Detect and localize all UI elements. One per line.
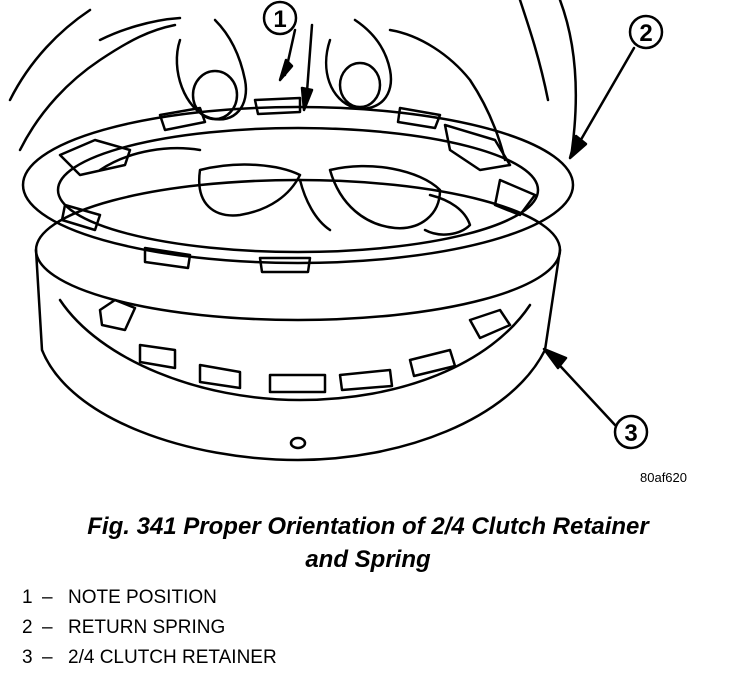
legend-label: RETURN SPRING bbox=[68, 617, 226, 638]
callout-2-number: 2 bbox=[639, 20, 652, 47]
figure-code: 80af620 bbox=[640, 470, 687, 485]
legend-dash: – bbox=[42, 617, 53, 638]
clutch-retainer-illustration: 1 2 3 bbox=[8, 0, 664, 462]
clutch-retainer-drawing bbox=[34, 178, 562, 462]
legend-number: 1 bbox=[22, 587, 33, 608]
legend-item: 2–RETURN SPRING bbox=[22, 613, 277, 643]
return-spring-drawing bbox=[21, 96, 575, 274]
legend-item: 3–2/4 CLUTCH RETAINER bbox=[22, 643, 277, 673]
figure-caption: Fig. 341 Proper Orientation of 2/4 Clutc… bbox=[0, 510, 736, 576]
callout-1: 1 bbox=[262, 0, 314, 112]
callout-3: 3 bbox=[542, 347, 649, 450]
legend-dash: – bbox=[42, 587, 53, 608]
hands-drawing bbox=[8, 0, 578, 236]
caption-line-2: and Spring bbox=[305, 546, 431, 573]
legend-number: 3 bbox=[22, 647, 33, 668]
legend-label: NOTE POSITION bbox=[68, 587, 217, 608]
caption-line-1: Fig. 341 Proper Orientation of 2/4 Clutc… bbox=[87, 513, 649, 540]
legend-label: 2/4 CLUTCH RETAINER bbox=[68, 647, 277, 668]
callout-3-number: 3 bbox=[624, 420, 637, 447]
legend-list: 1–NOTE POSITION 2–RETURN SPRING 3–2/4 CL… bbox=[22, 583, 277, 673]
legend-dash: – bbox=[42, 647, 53, 668]
legend-number: 2 bbox=[22, 617, 33, 638]
callout-2: 2 bbox=[568, 14, 664, 160]
callout-1-number: 1 bbox=[273, 6, 286, 33]
legend-item: 1–NOTE POSITION bbox=[22, 583, 277, 613]
